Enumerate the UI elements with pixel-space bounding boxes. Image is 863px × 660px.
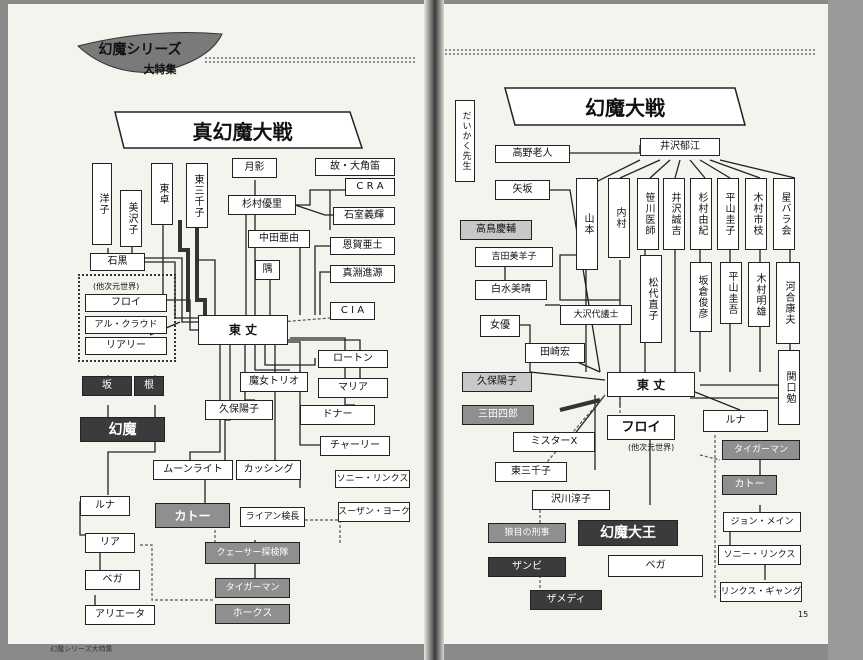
char-tiger-left: タイガーマン bbox=[215, 578, 290, 598]
char-raian: ライアン検長 bbox=[240, 507, 305, 527]
char-dona: ドナー bbox=[300, 405, 375, 425]
char-zamedi: ザメディ bbox=[530, 590, 602, 610]
char-ria: リア bbox=[85, 533, 135, 553]
char-kasshingu: カッシング bbox=[236, 460, 301, 480]
char-luna-right: ルナ bbox=[703, 410, 768, 432]
series-title: 幻魔シリーズ bbox=[98, 42, 182, 58]
other-dimension-label: (他次元世界) bbox=[93, 282, 140, 291]
left-chart-title: 真幻魔大戦 bbox=[192, 119, 293, 144]
char-yasaka: 矢坂 bbox=[495, 180, 550, 200]
char-miwako: 美沢子 bbox=[120, 190, 142, 247]
char-sugimura-yuki: 杉村由紀 bbox=[690, 178, 712, 250]
special-feature-label: 大特集 bbox=[143, 63, 177, 76]
char-mishima: 三田四郎 bbox=[462, 405, 534, 425]
char-nakata: 中田亜由 bbox=[248, 230, 310, 248]
char-matsudai: 松代直子 bbox=[640, 255, 662, 343]
char-osawa: 大沢代議士 bbox=[560, 305, 632, 325]
char-sekiguchi: 関口勉 bbox=[778, 350, 800, 425]
char-ishiho: 石室義輝 bbox=[333, 207, 395, 225]
char-ha: 坂 bbox=[82, 376, 132, 396]
char-aru-kuraudo: アル・クラウド bbox=[85, 316, 167, 334]
char-isawa-ikue: 井沢郁江 bbox=[640, 138, 720, 156]
book-gutter bbox=[424, 0, 444, 660]
char-keiji: 狼目の刑事 bbox=[488, 523, 566, 543]
char-john-main: ジョン・メイン bbox=[723, 512, 801, 532]
char-tsukikage: 月影 bbox=[232, 158, 277, 178]
char-sugimura: 杉村優里 bbox=[228, 195, 296, 215]
group-links-gang: リンクス・ギャング bbox=[720, 582, 802, 602]
char-maria: マリア bbox=[318, 378, 388, 398]
furoi-other-dimension: (他次元世界) bbox=[628, 443, 675, 452]
page-number: 15 bbox=[798, 610, 809, 619]
other-dimension-frame bbox=[78, 274, 176, 362]
char-sawakawa: 沢川淳子 bbox=[532, 490, 610, 510]
char-sensei: だいかく先生 bbox=[455, 100, 475, 182]
char-joyu: 女優 bbox=[480, 315, 520, 337]
char-azuma-michiko: 東三千子 bbox=[186, 163, 208, 228]
char-bega-right: ベガ bbox=[608, 555, 703, 577]
char-furoi-right: フロイ bbox=[607, 415, 675, 440]
char-chari: チャーリー bbox=[320, 436, 390, 456]
right-chart-title: 幻魔大戦 bbox=[585, 96, 665, 120]
char-susan: スーザン・ヨーク bbox=[338, 502, 410, 522]
char-zanbi: ザンビ bbox=[488, 557, 566, 577]
char-you: 洋子 bbox=[92, 163, 112, 245]
char-ishiguro: 石黒 bbox=[90, 253, 145, 271]
genma-box: 幻魔 bbox=[80, 417, 165, 442]
char-kimura-ichie: 木村市枝 bbox=[745, 178, 767, 250]
char-moonlight: ムーンライト bbox=[153, 460, 233, 480]
char-shiromizu: 白水美晴 bbox=[475, 280, 547, 300]
char-uchimura: 内村 bbox=[608, 178, 630, 258]
char-riari: リアリー bbox=[85, 337, 167, 355]
char-ichi: 隅 bbox=[255, 260, 280, 280]
char-azuma-taku: 東卓 bbox=[151, 163, 173, 225]
char-mister-x: ミスターX bbox=[513, 432, 595, 452]
char-sonny-left: ソニー・リンクス bbox=[335, 470, 410, 488]
char-yoshida: 吉田美羊子 bbox=[475, 247, 553, 267]
char-sonny-right: ソニー・リンクス bbox=[718, 545, 801, 565]
char-kimura-akio: 木村明雄 bbox=[748, 262, 770, 327]
char-luna-left: ルナ bbox=[80, 496, 130, 516]
char-takano: 高野老人 bbox=[495, 145, 570, 163]
team-kuesa: クェーサー探検隊 bbox=[205, 542, 300, 564]
char-azuma-michiko-right: 東三千子 bbox=[495, 462, 567, 482]
char-bega-left: ベガ bbox=[85, 570, 140, 590]
char-roton: ロートン bbox=[318, 350, 388, 368]
char-sakakura: 坂倉俊彦 bbox=[690, 262, 712, 332]
char-furoi: フロイ bbox=[85, 294, 167, 312]
char-genma-daio: 幻魔大王 bbox=[578, 520, 678, 546]
char-isawa-seikichi: 井沢誠吉 bbox=[663, 178, 685, 250]
char-azuma-jo-left: 東 丈 bbox=[198, 315, 288, 345]
char-kubo-left: 久保陽子 bbox=[205, 400, 273, 420]
char-yamamoto: 山本 bbox=[576, 178, 598, 270]
char-kato-right: カトー bbox=[722, 475, 777, 495]
char-ki: 根 bbox=[134, 376, 164, 396]
char-sasagawa: 笹川医師 bbox=[637, 178, 659, 250]
char-arieta: アリエータ bbox=[85, 605, 155, 625]
char-hokusu: ホークス bbox=[215, 604, 290, 624]
char-takashima: 高鳥慶輔 bbox=[460, 220, 532, 240]
char-kubo-right: 久保陽子 bbox=[462, 372, 532, 392]
char-tasaki: 田崎宏 bbox=[525, 343, 585, 363]
char-azuma-jo-right: 東 丈 bbox=[607, 372, 695, 397]
org-hoshi-bara: 星バラ会 bbox=[773, 178, 795, 250]
char-tiger-right: タイガーマン bbox=[722, 440, 800, 460]
org-cra: C R A bbox=[345, 178, 395, 196]
char-sawara: 恩賀亜土 bbox=[330, 237, 395, 255]
footer-text: 幻魔シリーズ大特集 bbox=[50, 645, 113, 653]
char-oyassha: 故・大角笛 bbox=[315, 158, 395, 176]
char-hirayama-keigo: 平山圭吾 bbox=[720, 262, 742, 324]
char-makabuchi: 真淵進源 bbox=[330, 265, 395, 283]
org-cia: C I A bbox=[330, 302, 375, 320]
page-edge bbox=[828, 0, 863, 660]
char-kawai: 河合康夫 bbox=[776, 262, 800, 344]
char-kato-left: カトー bbox=[155, 503, 230, 528]
char-majo-trio: 魔女トリオ bbox=[240, 372, 308, 392]
char-hirayama-keiko: 平山圭子 bbox=[717, 178, 739, 250]
